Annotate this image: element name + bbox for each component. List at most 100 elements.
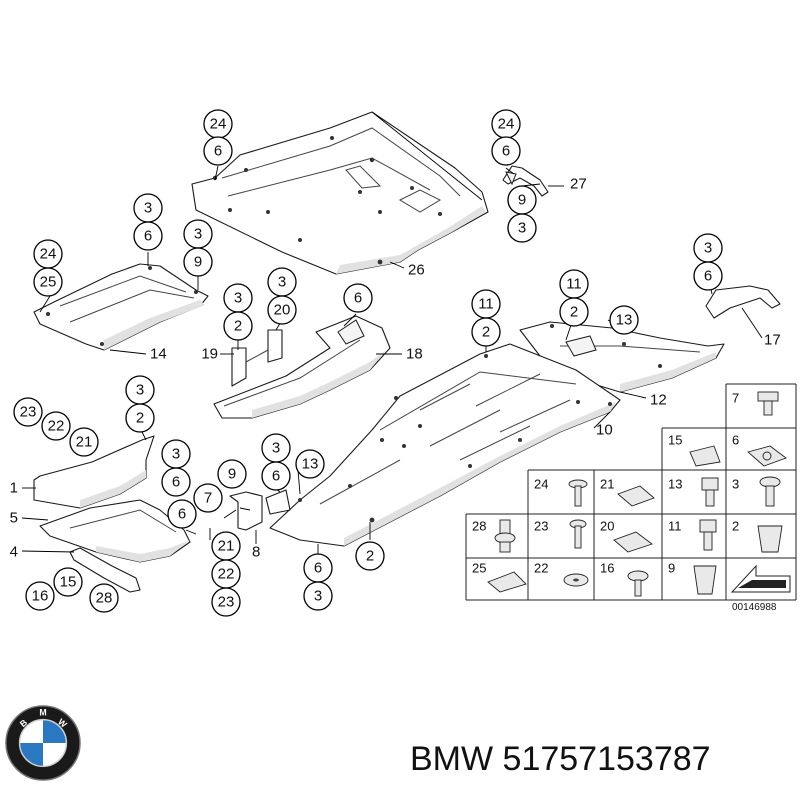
grid-num-22: 22 [534,561,548,576]
callout-9-b: 9 [183,247,213,277]
svg-text:3: 3 [278,274,286,291]
caption: BMW 51757153787 [410,740,711,779]
svg-text:3: 3 [704,240,712,257]
callout-9-a: 9 [507,185,537,215]
part-27-bracket [502,165,549,197]
svg-text:6: 6 [354,290,362,307]
svg-text:15: 15 [60,574,77,591]
grid-num-15: 15 [668,433,682,448]
grid-num-13: 13 [668,477,682,492]
svg-text:28: 28 [96,590,113,607]
label-12: 12 [650,392,667,409]
callout-23-a: 23 [13,397,43,427]
callout-6-b: 6 [491,136,521,166]
callout-3-e: 3 [267,267,297,297]
svg-text:21: 21 [76,434,93,451]
doc-number: 00146988 [732,602,777,613]
svg-text:24: 24 [210,116,227,133]
grid-num-25: 25 [472,561,486,576]
callout-22-b: 22 [211,559,241,589]
clip-20-icon [613,531,653,553]
grid-num-6: 6 [732,433,739,448]
svg-text:6: 6 [314,560,322,577]
svg-text:6: 6 [144,228,152,245]
svg-text:3: 3 [314,588,322,605]
callout-24-b: 24 [491,109,521,139]
svg-text:3: 3 [234,290,242,307]
svg-text:23: 23 [218,594,235,611]
callout-6-c: 6 [133,221,163,251]
svg-text:3: 3 [172,446,180,463]
callout-2-c: 2 [559,297,589,327]
label-8: 8 [252,544,260,561]
label-1: 1 [10,480,18,497]
callout-24-c: 24 [33,239,63,269]
part-14-side-shield [33,263,209,351]
screw-16-icon [627,570,649,597]
svg-text:24: 24 [498,116,515,133]
leader-labels: 27 26 14 19 18 17 12 10 1 5 4 8 [10,176,781,561]
logo-letter-m: M [39,708,46,718]
svg-text:3: 3 [136,382,144,399]
grid-num-16: 16 [600,561,614,576]
callout-13-a: 13 [609,305,639,335]
callout-2-a: 2 [223,311,253,341]
callout-6-i: 6 [303,553,333,583]
svg-text:3: 3 [272,440,280,457]
part-5-deflector [39,499,191,563]
screw-7-icon [757,391,779,416]
svg-text:13: 13 [616,312,633,329]
svg-text:9: 9 [518,192,526,209]
callout-3-a: 3 [507,213,537,243]
caption-part-number: 51757153787 [502,740,711,778]
callout-2-e: 2 [355,541,385,571]
clip-21-icon [617,485,655,507]
callout-3-c: 3 [183,219,213,249]
part-19-bracket [231,329,283,387]
svg-text:11: 11 [566,276,582,293]
svg-text:3: 3 [144,200,152,217]
svg-text:16: 16 [32,588,49,605]
svg-text:20: 20 [274,302,291,319]
screw-24-icon [568,479,588,507]
label-19: 19 [201,346,218,363]
callout-25-a: 25 [33,267,63,297]
caption-brand: BMW [410,740,494,778]
callout-13-b: 13 [295,449,325,479]
callout-21-a: 21 [69,427,99,457]
callout-22-a: 22 [41,411,71,441]
svg-text:9: 9 [194,254,202,271]
hardware-grid [465,383,797,601]
expansion-nut-2-icon [757,525,783,553]
label-26: 26 [408,262,425,279]
callout-6-e: 6 [693,261,723,291]
callout-6-a: 6 [203,136,233,166]
callout-7-a: 7 [193,483,223,513]
grid-num-3: 3 [732,477,739,492]
part-8-bracket [229,489,291,531]
hardware-grid-cells: 7 15 6 24 21 13 3 28 23 20 11 2 25 22 16… [472,391,791,613]
callout-6-f: 6 [161,467,191,497]
grid-num-20: 20 [600,519,614,534]
part-10-center-panel [269,343,621,547]
part-18-middle-shield [213,315,391,419]
part-4-strip [69,547,141,593]
callout-3-f: 3 [693,233,723,263]
label-18: 18 [406,346,423,363]
clip-25-icon [487,571,527,593]
svg-text:6: 6 [272,468,280,485]
washer-22-icon [563,573,589,587]
callout-21-b: 21 [211,531,241,561]
svg-text:3: 3 [518,220,526,237]
callout-3-j: 3 [303,581,333,611]
svg-text:21: 21 [218,538,235,555]
callout-28-a: 28 [89,583,119,613]
callout-11-a: 11 [471,289,501,319]
callout-6-h: 6 [261,461,291,491]
grid-num-11: 11 [668,519,682,534]
grid-num-2: 2 [732,519,739,534]
callout-2-d: 2 [125,403,155,433]
grid-num-7: 7 [732,391,739,406]
grid-num-28: 28 [472,519,486,534]
